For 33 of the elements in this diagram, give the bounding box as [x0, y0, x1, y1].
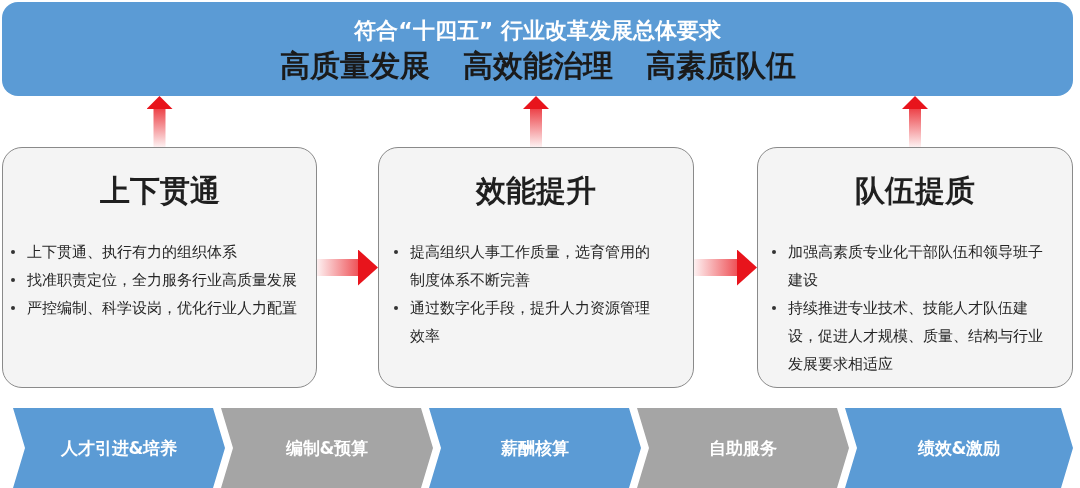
goal-phrase: 高质量发展 — [279, 47, 430, 85]
step-label: 薪酬核算 — [501, 437, 569, 460]
bullet-text: 加强高素质专业化干部队伍和领导班子建设 — [788, 242, 1044, 291]
process-step — [221, 408, 433, 488]
card-title: 上下贯通 — [99, 172, 220, 210]
step-label: 自助服务 — [709, 437, 777, 460]
process-step — [429, 408, 641, 488]
bullet-text: 通过数字化手段，提升人力资源管理效率 — [410, 298, 651, 347]
arrow — [146, 96, 173, 147]
card-title: 队伍提质 — [855, 172, 975, 210]
stage-card — [378, 147, 694, 388]
goal-banner — [2, 2, 1073, 96]
bullet-text: 提高组织人事工作质量，选育管用的制度体系不断完善 — [410, 242, 651, 291]
process-step — [637, 408, 849, 488]
banner-heading: 符合“十四五” 行业改革发展总体要求 — [354, 17, 721, 45]
arrow — [317, 249, 378, 286]
bullet-text: 上下贯通、执行有力的组织体系 — [27, 242, 237, 263]
process-step — [13, 408, 225, 488]
stage-card — [2, 147, 317, 388]
bullet-text: 持续推进专业技术、技能人才队伍建设，促进人才规模、质量、结构与行业发展要求相适应 — [788, 298, 1044, 375]
process-step — [845, 408, 1073, 488]
bullet-text: 严控编制、科学设岗，优化行业人力配置 — [27, 298, 297, 319]
goal-phrase: 高素质队伍 — [645, 47, 796, 85]
arrow — [523, 96, 549, 147]
arrow — [902, 96, 928, 147]
step-label: 编制&预算 — [285, 437, 369, 460]
arrow — [694, 249, 757, 286]
card-title: 效能提升 — [476, 172, 596, 210]
stage-card — [757, 147, 1073, 388]
step-label: 人才引进&培养 — [60, 437, 178, 460]
bullet-text: 找准职责定位，全力服务行业高质量发展 — [27, 270, 297, 291]
goal-phrase: 高效能治理 — [462, 47, 613, 85]
step-label: 绩效&激励 — [917, 437, 1001, 460]
